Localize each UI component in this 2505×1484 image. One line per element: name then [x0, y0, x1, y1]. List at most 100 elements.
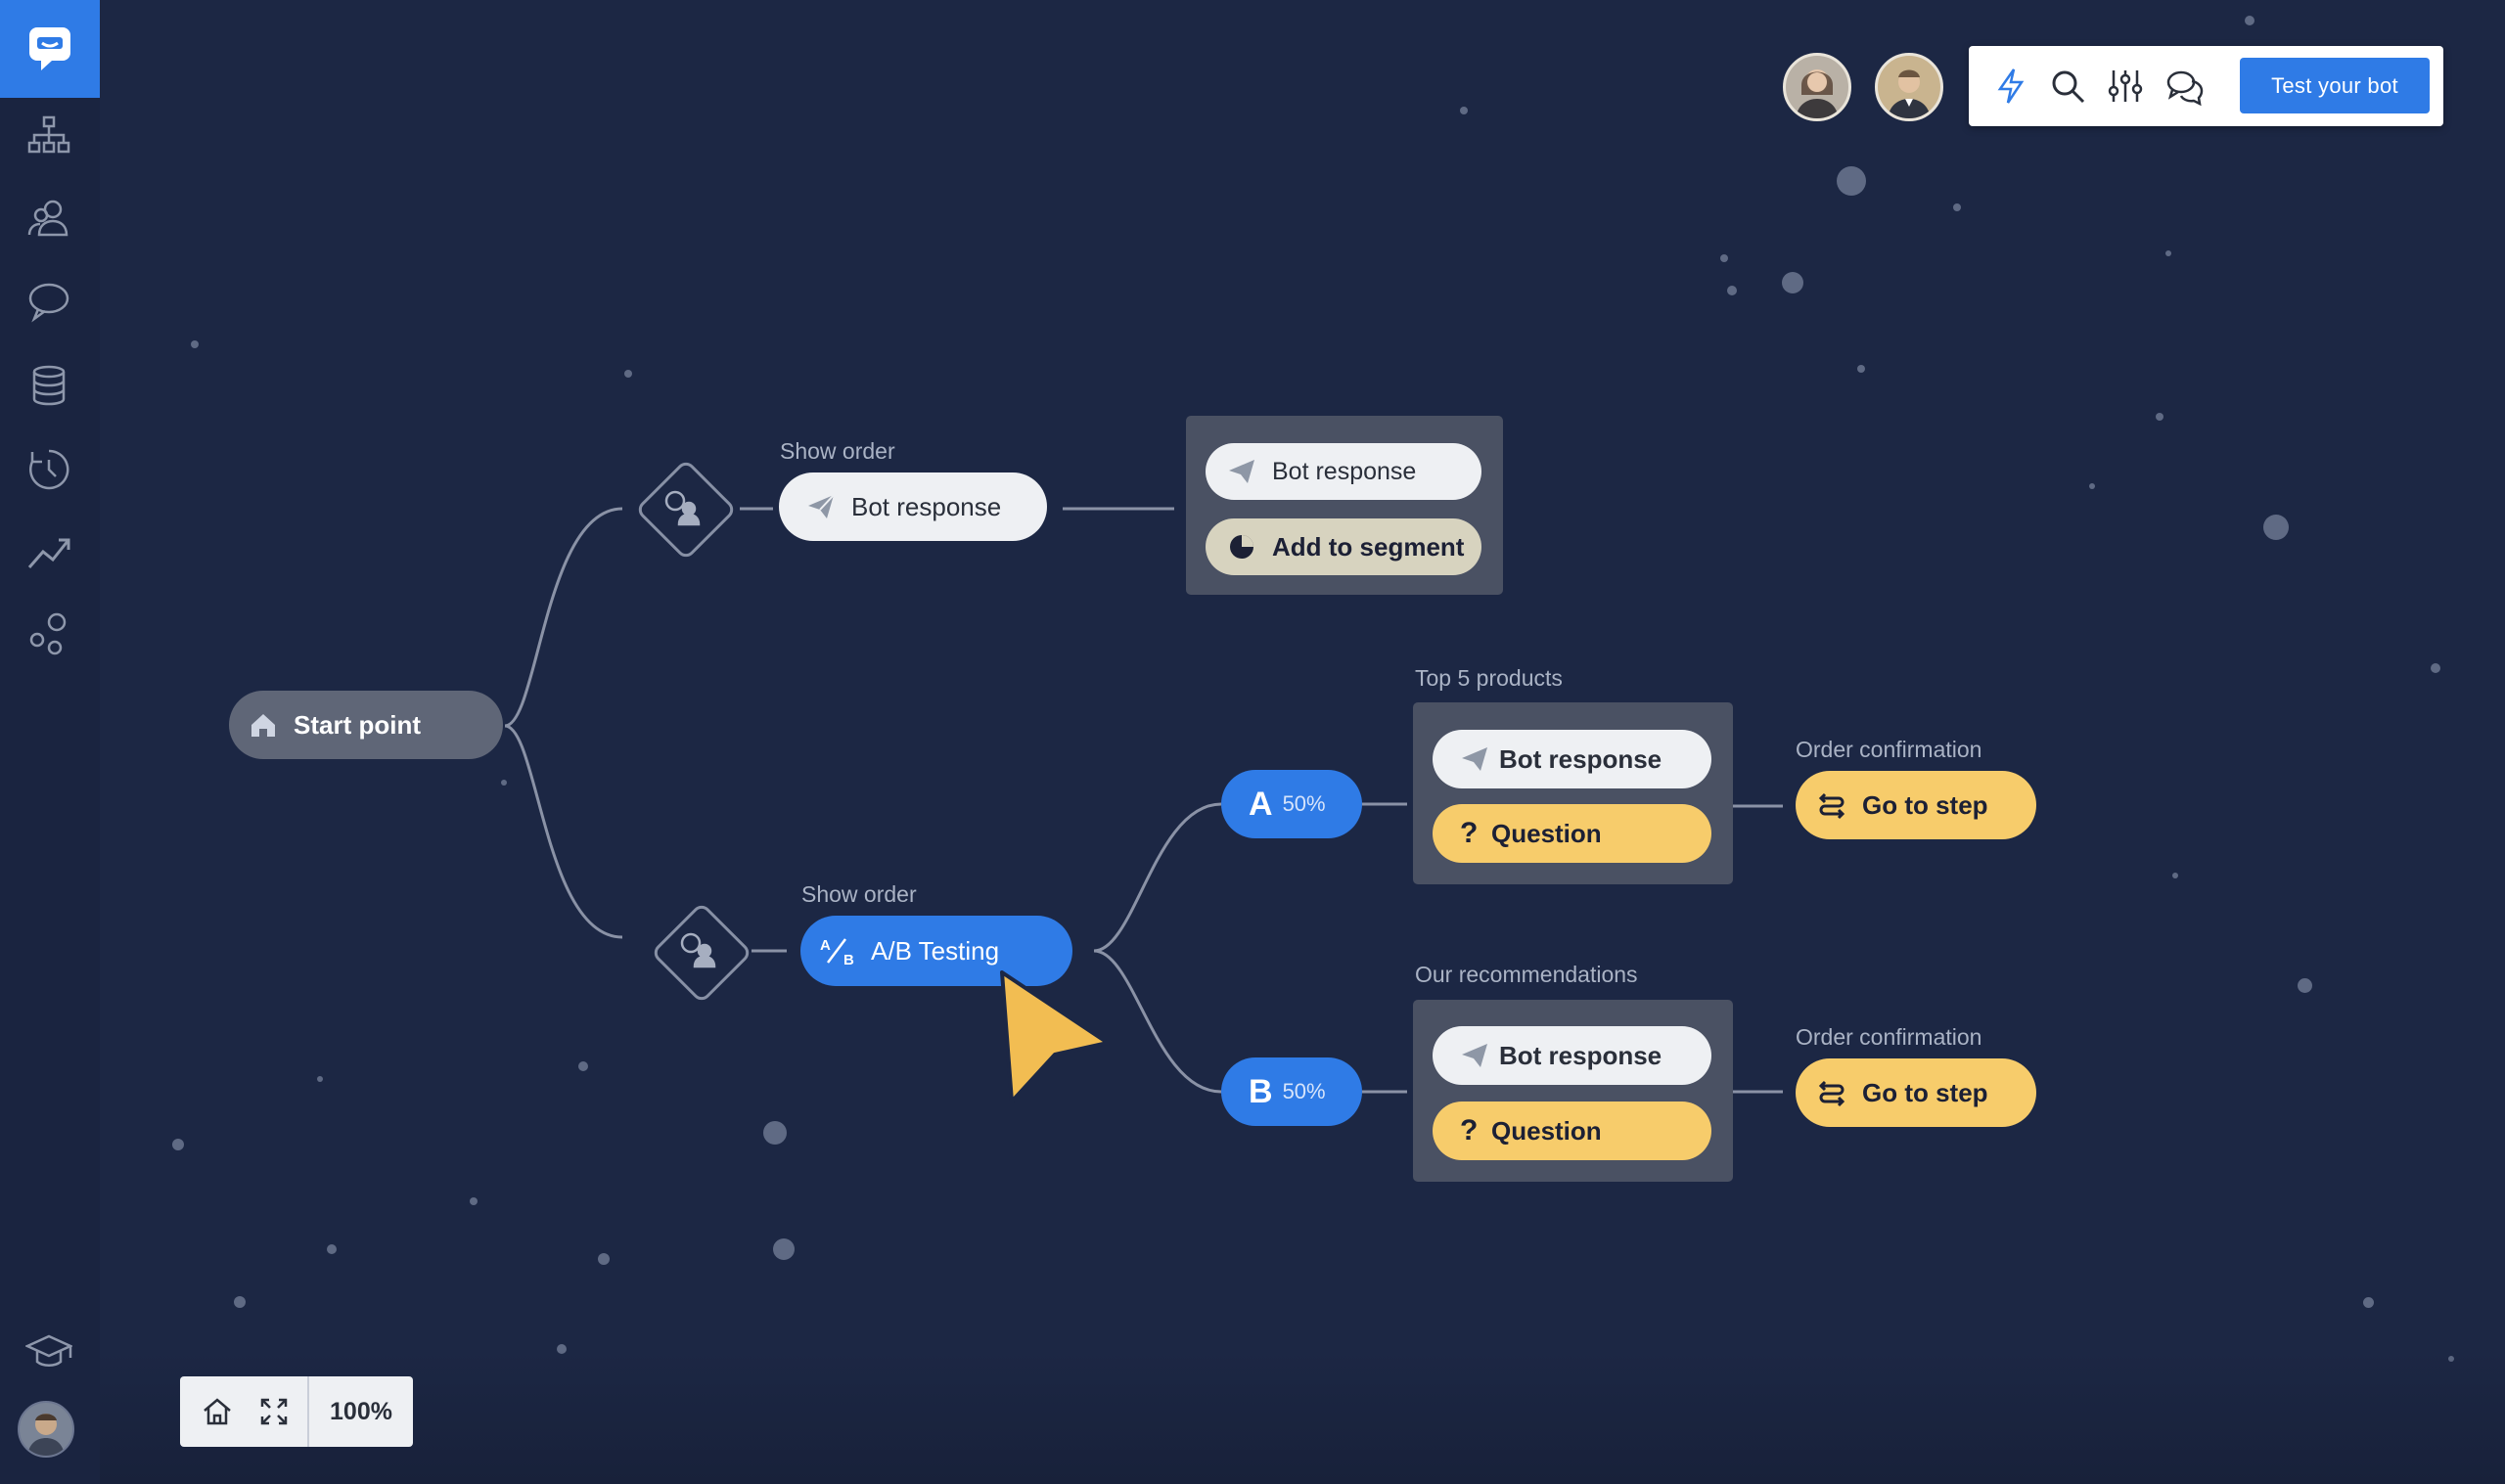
start-point-label: Start point: [294, 709, 421, 740]
background-dot: [2156, 413, 2163, 421]
variant-a-node[interactable]: A 50%: [1221, 770, 1362, 838]
background-dot: [1953, 203, 1961, 211]
bot-response-label: Bot response: [1272, 457, 1417, 485]
ab-testing-label: A/B Testing: [871, 935, 1000, 966]
home-icon[interactable]: [200, 1394, 235, 1429]
goto-b-label: Order confirmation: [1796, 1024, 1982, 1050]
user-chat-icon: [680, 932, 716, 968]
background-dot: [1837, 166, 1866, 196]
background-dot: [2363, 1297, 2374, 1308]
top-toolbar: Test your bot: [1969, 46, 2443, 126]
database-icon[interactable]: [25, 362, 72, 409]
bot-response-label: Bot response: [1499, 1040, 1662, 1070]
chat-bubbles-icon[interactable]: [2164, 66, 2206, 107]
background-dot: [624, 370, 632, 378]
variant-a-percent: 50%: [1282, 791, 1326, 816]
analytics-icon[interactable]: [25, 528, 72, 575]
background-dot: [470, 1197, 478, 1205]
chat-bubble-icon[interactable]: [25, 278, 72, 325]
background-dot: [578, 1061, 588, 1071]
variant-b-letter: B: [1249, 1072, 1273, 1110]
background-dot: [2172, 873, 2178, 878]
question-node[interactable]: ? Question: [1433, 1102, 1711, 1160]
question-mark-icon: ?: [1460, 1114, 1479, 1147]
flow-tree-icon[interactable]: [25, 112, 72, 158]
sidebar: [0, 0, 100, 1484]
start-point-node[interactable]: Start point: [229, 691, 503, 759]
bot-response-node[interactable]: Bot response: [779, 472, 1047, 541]
bot-response-label: Bot response: [1499, 743, 1662, 774]
zoom-level[interactable]: 100%: [330, 1397, 392, 1425]
home-icon: [249, 710, 278, 740]
background-dot: [598, 1253, 610, 1265]
svg-text:A: A: [820, 937, 831, 954]
background-dot: [557, 1344, 567, 1354]
zoom-divider: [307, 1376, 309, 1447]
background-dot: [234, 1296, 246, 1308]
background-dot: [773, 1238, 795, 1260]
integrations-icon[interactable]: [25, 610, 72, 657]
chat-logo-icon: [29, 27, 70, 70]
group-a-label: Top 5 products: [1415, 665, 1563, 691]
bot-response-node[interactable]: Bot response: [1433, 1026, 1711, 1085]
go-to-step-label: Go to step: [1862, 789, 1988, 820]
go-to-step-node[interactable]: Go to step: [1796, 771, 2036, 839]
background-dot: [172, 1139, 184, 1150]
paper-plane-icon: [1460, 744, 1489, 774]
background-dot: [1460, 107, 1468, 114]
variant-b-percent: 50%: [1282, 1079, 1326, 1103]
fullscreen-icon[interactable]: [256, 1394, 292, 1429]
users-icon[interactable]: [25, 196, 72, 243]
background-dot: [2089, 483, 2095, 489]
background-dot: [2245, 16, 2254, 25]
question-mark-icon: ?: [1460, 817, 1479, 849]
variant-b-node[interactable]: B 50%: [1221, 1057, 1362, 1126]
background-dot: [317, 1076, 323, 1082]
paper-plane-icon: [806, 492, 836, 521]
question-label: Question: [1491, 1115, 1602, 1146]
question-label: Question: [1491, 818, 1602, 848]
zoom-controls: 100%: [180, 1376, 413, 1447]
background-dot: [1782, 272, 1803, 293]
branch2-label: Show order: [801, 881, 917, 907]
settings-sliders-icon[interactable]: [2105, 66, 2146, 107]
background-dot: [2298, 978, 2312, 993]
background-dot: [763, 1121, 787, 1145]
mouse-cursor-icon: [1000, 970, 1110, 1103]
svg-text:B: B: [843, 952, 854, 966]
branch1-label: Show order: [780, 438, 895, 464]
search-icon[interactable]: [2047, 66, 2088, 107]
background-dot: [1720, 254, 1728, 262]
go-to-step-icon: [1817, 1078, 1846, 1107]
bottom-shade: [100, 1350, 2505, 1484]
lightning-icon[interactable]: [1990, 66, 2031, 107]
paper-plane-icon: [1460, 1041, 1489, 1070]
academy-icon[interactable]: [23, 1328, 74, 1375]
background-dot: [1727, 286, 1737, 295]
paper-plane-icon: [1227, 457, 1256, 486]
add-to-segment-node[interactable]: Add to segment: [1206, 518, 1481, 575]
collaborator-avatar[interactable]: [1783, 53, 1851, 121]
segment-pie-icon: [1227, 532, 1256, 562]
add-to-segment-label: Add to segment: [1272, 531, 1465, 562]
test-your-bot-button[interactable]: Test your bot: [2240, 58, 2430, 113]
variant-a-letter: A: [1249, 785, 1273, 823]
user-avatar[interactable]: [18, 1401, 74, 1458]
bot-response-node[interactable]: Bot response: [1206, 443, 1481, 500]
app-logo[interactable]: [0, 0, 100, 98]
group-b-label: Our recommendations: [1415, 962, 1638, 987]
background-dot: [327, 1244, 337, 1254]
background-dot: [1857, 365, 1865, 373]
collaborator-avatar[interactable]: [1875, 53, 1943, 121]
goto-a-label: Order confirmation: [1796, 737, 1982, 762]
bot-response-node[interactable]: Bot response: [1433, 730, 1711, 788]
go-to-step-icon: [1817, 790, 1846, 820]
go-to-step-node[interactable]: Go to step: [1796, 1058, 2036, 1127]
background-dot: [2263, 515, 2289, 540]
background-dot: [2431, 663, 2440, 673]
history-icon[interactable]: [25, 446, 72, 493]
question-node[interactable]: ? Question: [1433, 804, 1711, 863]
